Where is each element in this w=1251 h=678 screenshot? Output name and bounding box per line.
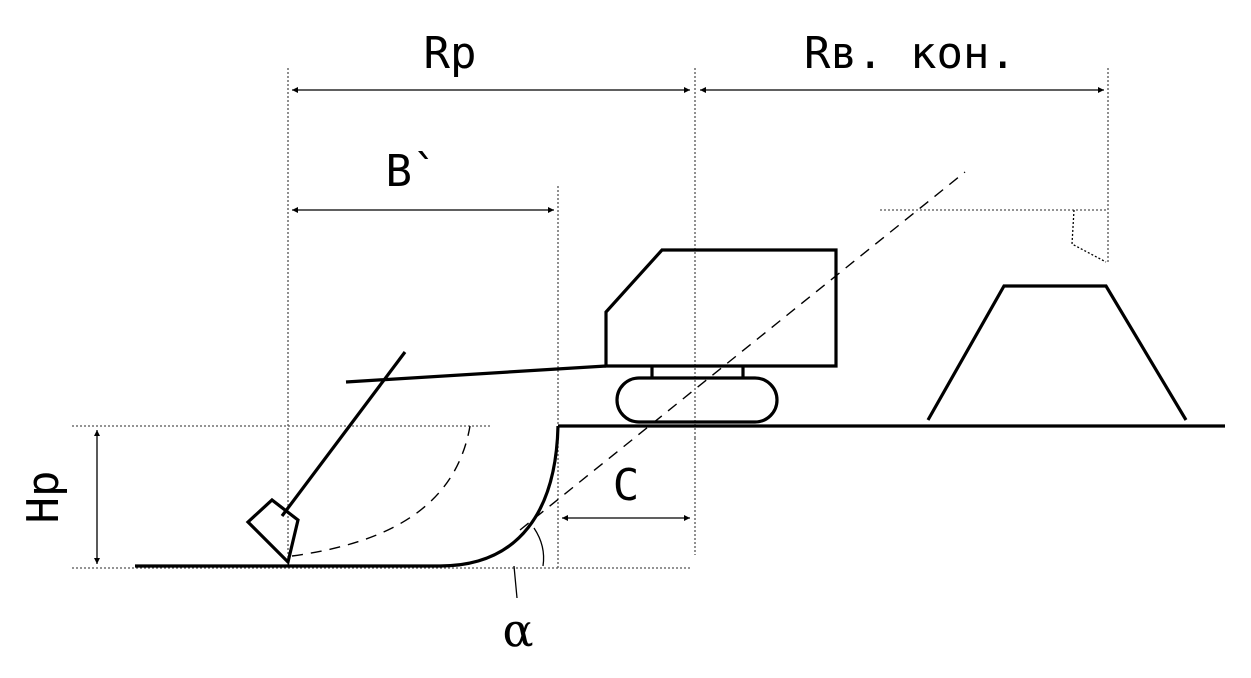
bucket-unload-position — [1071, 209, 1107, 263]
label-rv-kon: Rв. кон. — [804, 28, 1016, 79]
spoil-pile-outline — [926, 284, 1188, 421]
arc-alpha — [533, 527, 545, 567]
trajectories — [291, 171, 966, 599]
label-rp: Rp — [424, 28, 477, 79]
ground — [135, 424, 1225, 568]
alpha-leader — [513, 565, 518, 599]
bucket — [245, 497, 300, 566]
label-alpha: α — [502, 603, 533, 657]
dimension-lines — [94, 87, 1104, 564]
digging-trajectory — [291, 425, 471, 557]
spoil-pile — [926, 209, 1188, 421]
excavator-track — [615, 376, 779, 424]
extension-lines — [72, 68, 1109, 569]
excavator-boom — [345, 364, 607, 384]
slope-line — [519, 171, 966, 531]
label-hp: Hp — [18, 471, 69, 524]
label-c: C — [613, 460, 640, 511]
pit-wall — [439, 425, 560, 568]
bucket-arm — [280, 351, 407, 517]
excavator — [245, 248, 838, 566]
excavator-cab — [604, 248, 838, 368]
label-b-prime: B` — [386, 146, 439, 197]
